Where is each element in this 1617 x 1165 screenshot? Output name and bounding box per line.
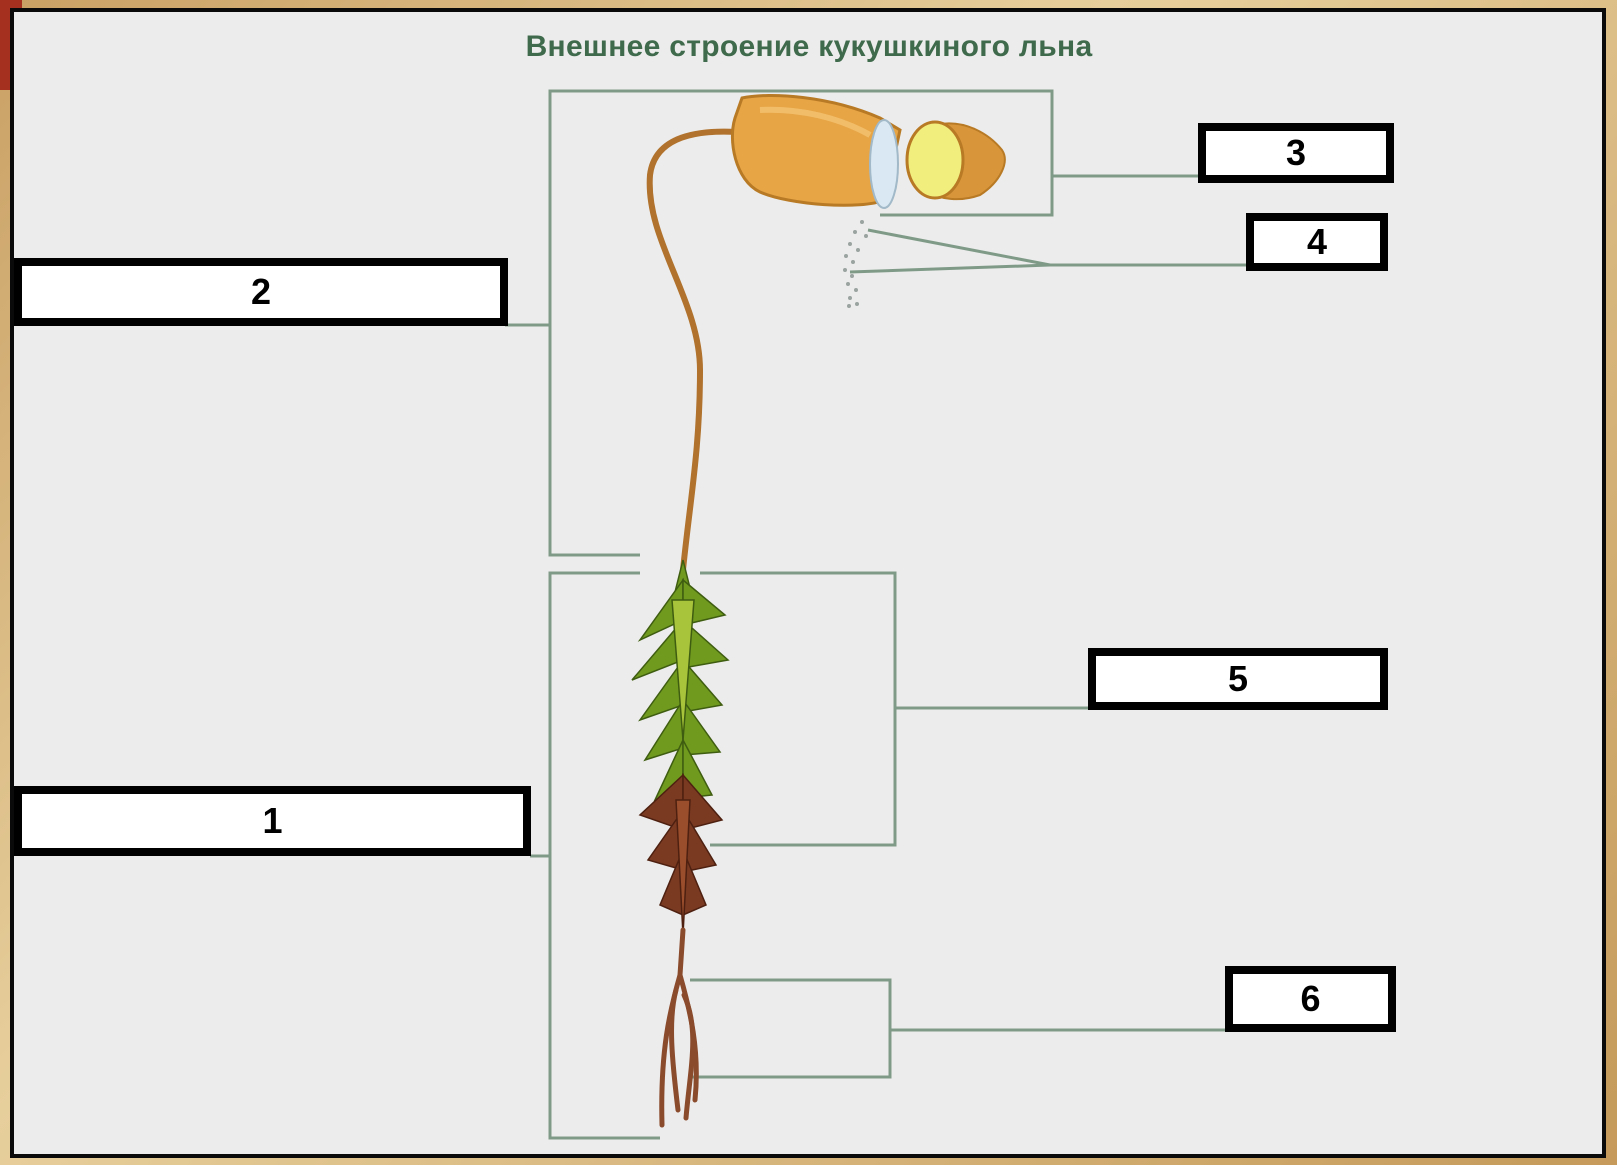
- rhizoids-icon: [662, 930, 697, 1125]
- label-text-6: 6: [1300, 978, 1320, 1020]
- label-box-2[interactable]: 2: [14, 258, 508, 326]
- label-text-2: 2: [251, 271, 271, 313]
- bracket-6: [690, 980, 890, 1077]
- label-box-4[interactable]: 4: [1246, 213, 1388, 271]
- bracket-5: [700, 573, 895, 845]
- bracket-1: [550, 573, 660, 1138]
- leader-4b: [850, 265, 1050, 272]
- label-text-1: 1: [262, 800, 282, 842]
- capsule-icon: [732, 95, 900, 208]
- operculum-icon: [907, 122, 1005, 199]
- seta: [650, 132, 737, 570]
- leader-4a: [868, 230, 1050, 265]
- label-box-1[interactable]: 1: [14, 786, 531, 856]
- leafy-stem-icon: [632, 560, 728, 935]
- label-text-5: 5: [1228, 658, 1248, 700]
- label-text-4: 4: [1307, 221, 1327, 263]
- leader-lines: [505, 91, 1248, 1138]
- label-box-6[interactable]: 6: [1225, 966, 1396, 1032]
- label-text-3: 3: [1286, 132, 1306, 174]
- spores-icon: [843, 220, 868, 308]
- label-box-3[interactable]: 3: [1198, 123, 1394, 183]
- label-box-5[interactable]: 5: [1088, 648, 1388, 710]
